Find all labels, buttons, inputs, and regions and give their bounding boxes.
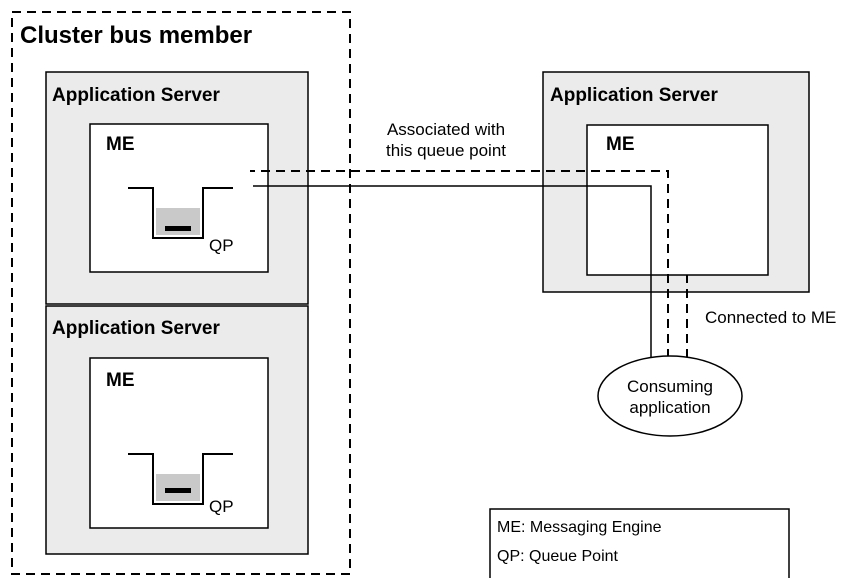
solid-connection-line: [253, 185, 652, 358]
queue-point-label: QP: [209, 497, 234, 516]
engine-label: ME: [106, 370, 135, 391]
app-server-bottom-left: Application Server ME QP: [45, 305, 309, 555]
consuming-application: Consuming application: [597, 355, 743, 437]
queue-point-icon: [128, 187, 233, 239]
cluster-border: [11, 11, 351, 575]
app-server-right: Application Server ME: [542, 71, 810, 293]
legend-item-qp: QP: Queue Point: [497, 548, 619, 565]
legend: ME: Messaging Engine QP: Queue Point: [489, 508, 790, 578]
messaging-engine-box: [586, 124, 769, 276]
queue-point-icon: [128, 453, 233, 505]
associated-label-line1: Associated with: [387, 120, 505, 139]
queue-point-label: QP: [209, 236, 234, 255]
server-title: Application Server: [52, 318, 220, 339]
dashed-association-line: [250, 170, 669, 358]
legend-box: [489, 508, 790, 578]
consumer-label-line1: Consuming: [627, 377, 713, 396]
legend-item-me: ME: Messaging Engine: [497, 519, 662, 536]
consumer-label-line2: application: [629, 398, 710, 417]
engine-label: ME: [106, 134, 135, 155]
consumer-ellipse: [597, 355, 743, 437]
cluster-bus-member: Cluster bus member: [11, 11, 351, 575]
messaging-engine-box: [89, 123, 269, 273]
server-title: Application Server: [550, 85, 718, 106]
cluster-title: Cluster bus member: [20, 22, 252, 49]
app-server-top-left: Application Server ME QP: [45, 71, 309, 305]
associated-label-line2: this queue point: [386, 141, 506, 160]
server-title: Application Server: [52, 85, 220, 106]
engine-label: ME: [606, 134, 635, 155]
connected-label: Connected to ME: [705, 308, 836, 327]
